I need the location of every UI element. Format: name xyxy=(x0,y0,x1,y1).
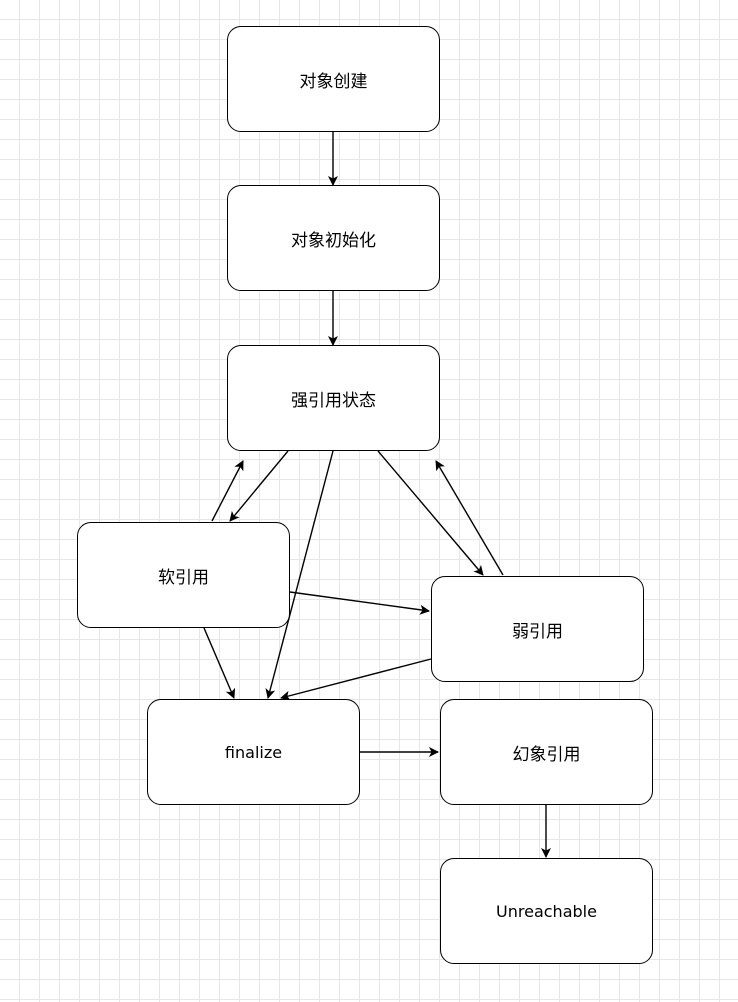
node-label-object-creation: 对象创建 xyxy=(299,71,368,92)
edge-soft-ref-to-strong-ref xyxy=(211,460,244,522)
node-label-object-init: 对象初始化 xyxy=(291,230,376,251)
edge-strong-ref-to-soft-ref xyxy=(229,450,289,522)
node-finalize[interactable]: finalize xyxy=(147,699,360,805)
edge-weak-ref-to-strong-ref xyxy=(435,460,504,576)
node-soft-ref[interactable]: 软引用 xyxy=(77,522,290,628)
edge-strong-ref-to-weak-ref xyxy=(377,450,484,576)
edge-weak-ref-to-finalize xyxy=(280,658,432,701)
node-label-strong-ref: 强引用状态 xyxy=(291,390,376,411)
edge-soft-ref-to-finalize xyxy=(203,627,236,699)
node-label-unreachable: Unreachable xyxy=(496,901,597,921)
node-object-creation[interactable]: 对象创建 xyxy=(227,26,440,132)
node-phantom-ref[interactable]: 幻象引用 xyxy=(440,699,653,805)
node-label-phantom-ref: 幻象引用 xyxy=(512,744,581,765)
node-label-soft-ref: 软引用 xyxy=(158,567,209,588)
node-weak-ref[interactable]: 弱引用 xyxy=(431,576,644,682)
node-strong-ref[interactable]: 强引用状态 xyxy=(227,345,440,451)
node-object-init[interactable]: 对象初始化 xyxy=(227,185,440,291)
node-unreachable[interactable]: Unreachable xyxy=(440,858,653,964)
node-label-finalize: finalize xyxy=(224,742,283,762)
edge-soft-ref-to-weak-ref xyxy=(289,591,430,615)
node-label-weak-ref: 弱引用 xyxy=(512,621,563,642)
edge-strong-ref-to-finalize xyxy=(265,450,334,699)
